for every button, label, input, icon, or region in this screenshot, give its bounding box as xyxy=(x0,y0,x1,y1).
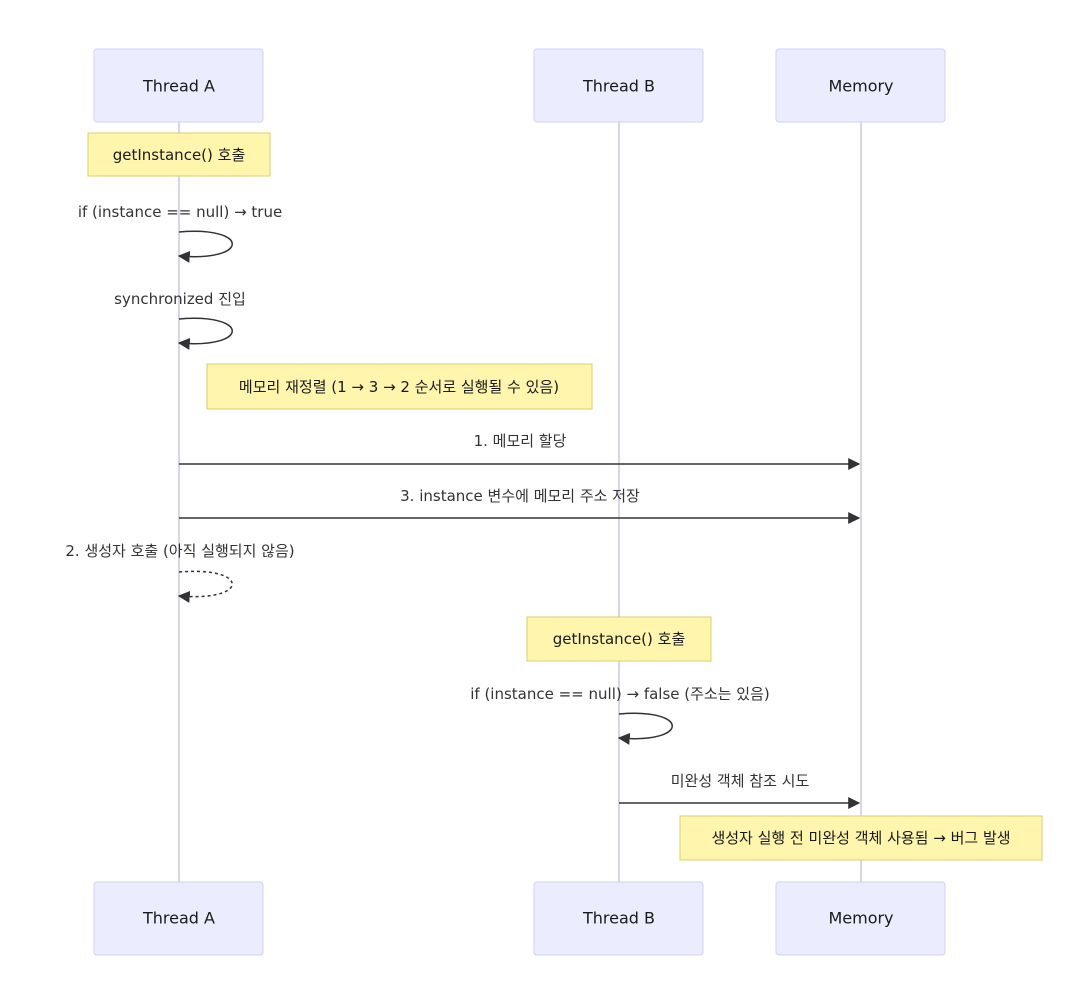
actor-thread-b-top: Thread B xyxy=(533,48,704,123)
actor-label: Thread A xyxy=(142,909,215,928)
actor-label: Thread A xyxy=(142,77,215,96)
note-text: getInstance() 호출 xyxy=(553,630,686,648)
actor-label: Thread B xyxy=(582,77,655,96)
actor-memory-bottom: Memory xyxy=(775,881,946,956)
message-allocate-memory: 1. 메모리 할당 xyxy=(179,432,861,470)
actor-label: Memory xyxy=(828,909,893,928)
self-loop-arrow xyxy=(177,317,233,350)
message-label: 2. 생성자 호출 (아직 실행되지 않음) xyxy=(65,542,294,560)
note-thread-b-getinstance: getInstance() 호출 xyxy=(526,616,712,662)
message-label: synchronized 진입 xyxy=(114,290,246,308)
actor-label: Memory xyxy=(828,77,893,96)
note-text: 메모리 재정렬 (1 → 3 → 2 순서로 실행될 수 있음) xyxy=(239,378,559,396)
note-text: 생성자 실행 전 미완성 객체 사용됨 → 버그 발생 xyxy=(711,829,1010,847)
message-self-constructor-call: 2. 생성자 호출 (아직 실행되지 않음) xyxy=(65,542,295,603)
message-label: 3. instance 변수에 메모리 주소 저장 xyxy=(400,487,640,505)
actor-thread-a-bottom: Thread A xyxy=(93,881,264,956)
message-label: if (instance == null) → true xyxy=(78,203,282,221)
actor-memory-top: Memory xyxy=(775,48,946,123)
message-self-check-null-false: if (instance == null) → false (주소는 있음) xyxy=(470,685,770,745)
note-memory-reordering: 메모리 재정렬 (1 → 3 → 2 순서로 실행될 수 있음) xyxy=(206,363,593,410)
message-self-check-null-true: if (instance == null) → true xyxy=(78,203,282,263)
actor-thread-b-bottom: Thread B xyxy=(533,881,704,956)
actor-thread-a-top: Thread A xyxy=(93,48,264,123)
self-loop-arrow xyxy=(177,230,233,263)
message-self-synchronized: synchronized 진입 xyxy=(114,290,246,350)
message-store-address: 3. instance 변수에 메모리 주소 저장 xyxy=(179,487,861,524)
self-loop-arrow xyxy=(177,570,233,603)
message-label: 미완성 객체 참조 시도 xyxy=(671,772,810,790)
message-label: if (instance == null) → false (주소는 있음) xyxy=(470,685,770,703)
actor-label: Thread B xyxy=(582,909,655,928)
note-bug-warning: 생성자 실행 전 미완성 객체 사용됨 → 버그 발생 xyxy=(679,815,1043,861)
self-loop-arrow xyxy=(617,712,673,745)
message-label: 1. 메모리 할당 xyxy=(474,432,567,450)
note-thread-a-getinstance: getInstance() 호출 xyxy=(87,132,271,177)
note-text: getInstance() 호출 xyxy=(113,146,246,164)
message-reference-incomplete: 미완성 객체 참조 시도 xyxy=(619,772,861,809)
